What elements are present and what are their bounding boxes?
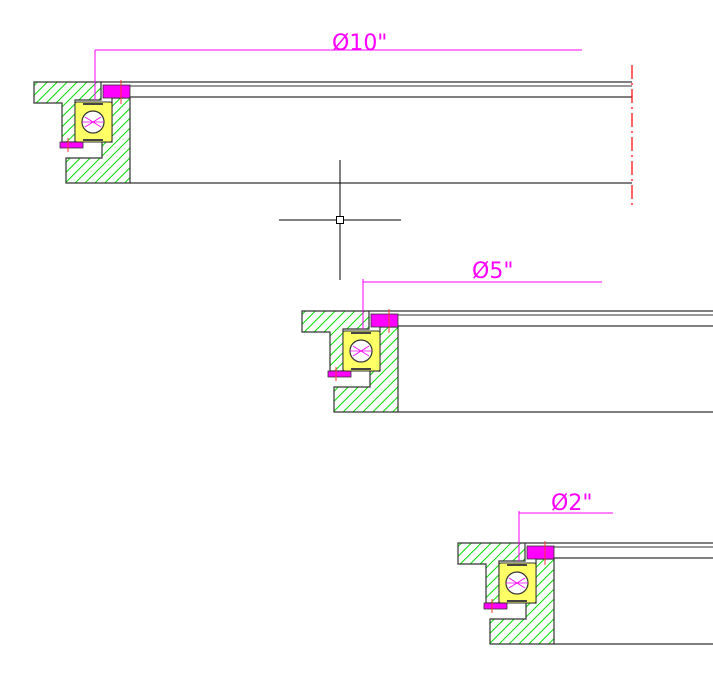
dimension-label-10in: Ø10" [332, 31, 387, 56]
bearing-assembly-5in [301, 278, 713, 435]
bearing-assembly-2in [457, 510, 713, 667]
crosshair-cursor-icon [279, 160, 401, 280]
bearing-assembly-10in [33, 49, 633, 206]
dimension-label-2in: Ø2" [551, 491, 592, 516]
dimension-label-5in: Ø5" [472, 259, 513, 284]
